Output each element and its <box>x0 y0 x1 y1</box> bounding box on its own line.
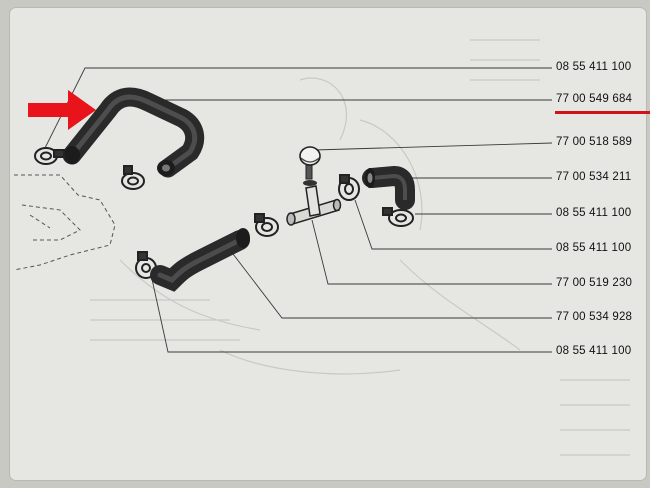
part-number-label: 77 00 519 230 <box>556 277 633 289</box>
t-piece-77-00-519-230 <box>286 185 342 226</box>
part-number-label-highlighted: 77 00 549 684 <box>556 93 633 105</box>
part-number-label: 77 00 518 589 <box>556 136 633 148</box>
hose-clamp <box>34 147 65 165</box>
hose-clamp <box>382 207 414 227</box>
part-number-label: 08 55 411 100 <box>556 207 632 219</box>
hose-clamp <box>338 174 360 201</box>
hose-clamp <box>254 213 279 237</box>
faint-background-print <box>90 39 630 456</box>
part-number-label: 77 00 534 928 <box>556 311 633 323</box>
arrow-shape <box>28 90 96 130</box>
part-number-label: 08 55 411 100 <box>556 345 632 357</box>
leader-lines <box>44 67 553 353</box>
engine-block-sketch <box>13 174 116 271</box>
catalog-sheet <box>10 8 646 480</box>
highlight-underline <box>555 111 650 114</box>
elbow-hose-77-00-534-211 <box>362 165 415 210</box>
highlight-arrow-icon <box>28 90 96 130</box>
hose-77-00-534-928 <box>150 228 250 292</box>
hose-clamp <box>121 165 145 190</box>
bleed-screw-77-00-518-589 <box>299 146 321 186</box>
part-number-label: 77 00 534 211 <box>556 171 632 183</box>
part-number-label: 08 55 411 100 <box>556 242 632 254</box>
part-number-label: 08 55 411 100 <box>556 61 632 73</box>
hose-77-00-549-684 <box>62 87 205 178</box>
